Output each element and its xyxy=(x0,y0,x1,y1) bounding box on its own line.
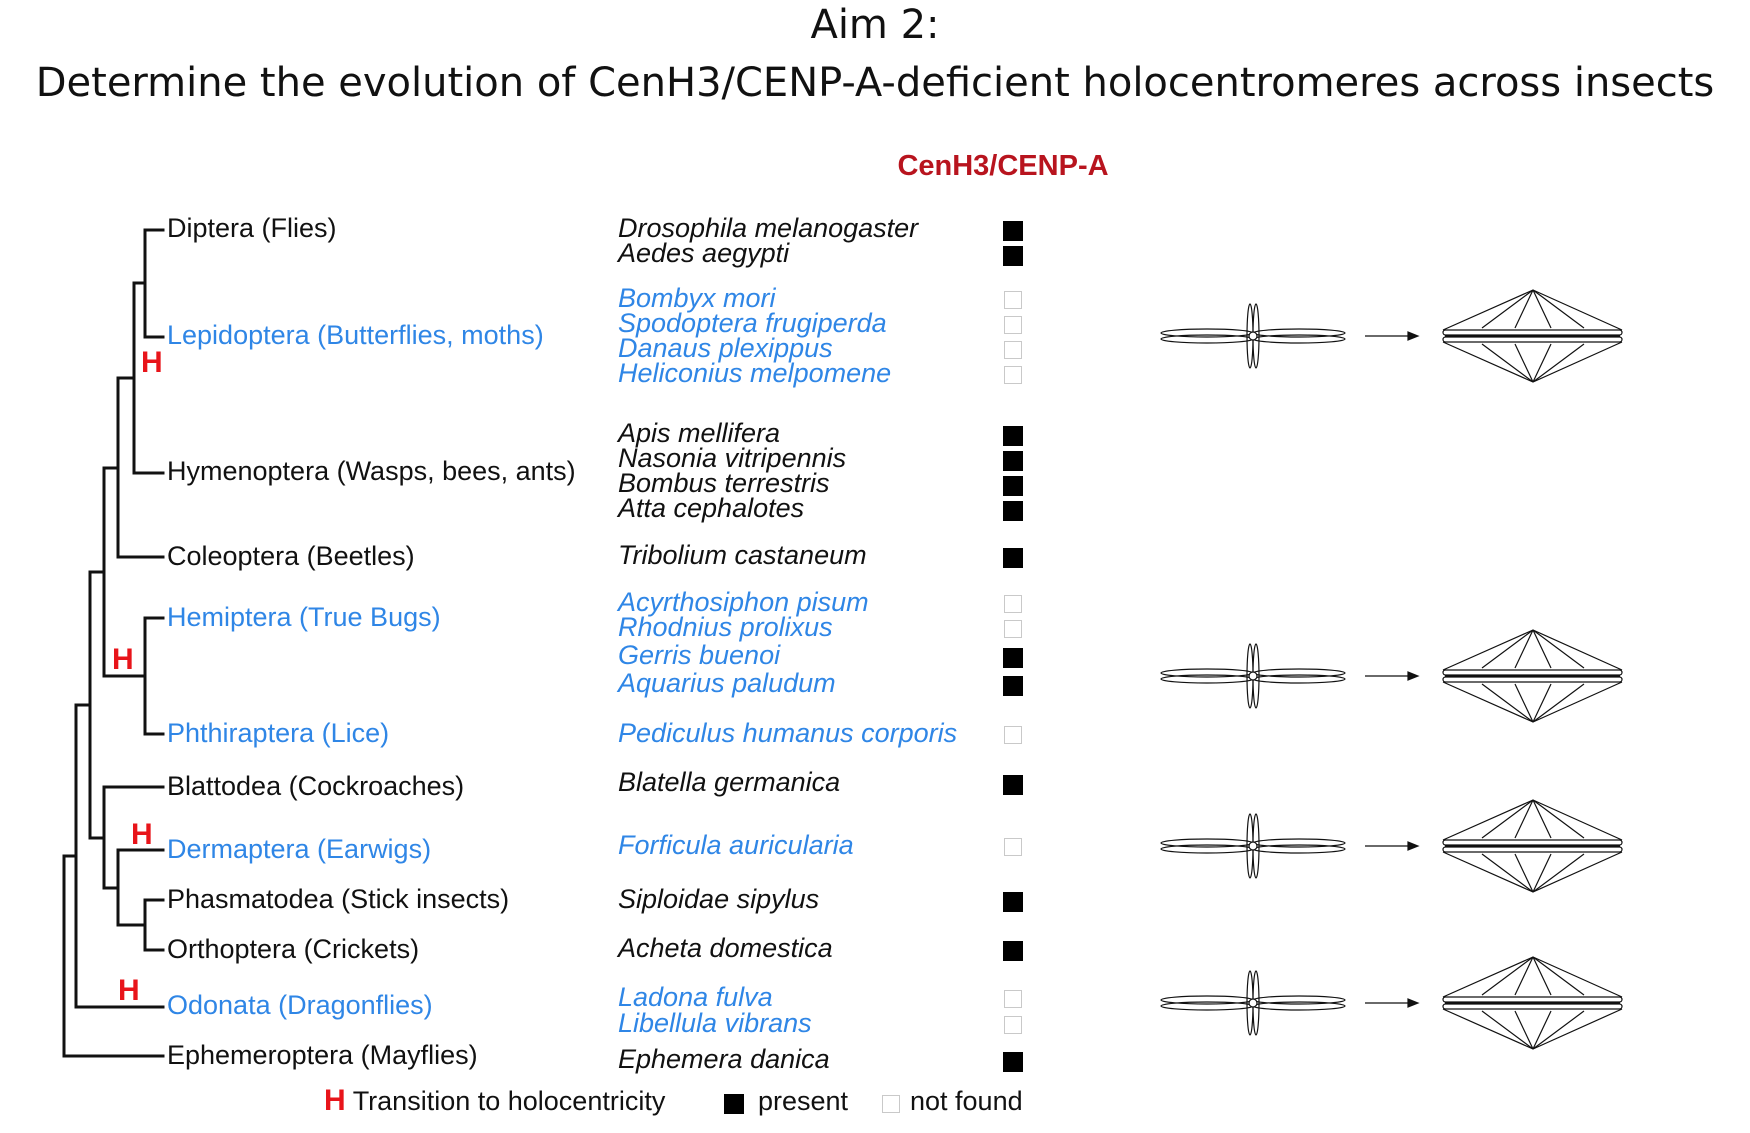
species-name: Aedes aegypti xyxy=(618,238,790,268)
branch-odonata xyxy=(74,703,165,1009)
legend-holocentric: H Transition to holocentricity xyxy=(324,1084,665,1118)
order-label-orthoptera: Orthoptera (Crickets) xyxy=(167,934,420,964)
branch-hemiptera-phthiraptera xyxy=(143,616,165,736)
cenh3-present-box xyxy=(1003,1052,1023,1072)
order-label-ephemeroptera: Ephemeroptera (Mayflies) xyxy=(167,1040,478,1070)
species-name: Apis mellifera xyxy=(618,418,781,448)
holocentric-transition-marker-dermaptera: H xyxy=(131,818,153,851)
cenh3-not-found-box xyxy=(1004,366,1022,384)
species-name: Nasonia vitripennis xyxy=(618,443,847,473)
cenh3-present-box xyxy=(1003,501,1023,521)
order-label-phthiraptera: Phthiraptera (Lice) xyxy=(167,718,390,748)
species-name: Heliconius melpomene xyxy=(618,358,892,388)
order-label-coleoptera: Coleoptera (Beetles) xyxy=(167,541,415,571)
holocentric-transition-marker-lepidoptera: H xyxy=(141,346,163,379)
order-label-diptera: Diptera (Flies) xyxy=(167,213,337,243)
species-name: Siploidae sipylus xyxy=(618,884,820,914)
species-name: Drosophila melanogaster xyxy=(618,213,919,243)
species-name: Libellula vibrans xyxy=(618,1008,812,1038)
branch-diptera-lepidoptera xyxy=(143,228,165,339)
cenh3-present-box xyxy=(1003,221,1023,241)
branch-phasmatodea-orthoptera xyxy=(143,898,165,952)
cenh3-present-box xyxy=(1003,426,1023,446)
species-name: Ephemera danica xyxy=(618,1044,830,1074)
branch-ephemeroptera xyxy=(62,854,165,1058)
species-name: Bombyx mori xyxy=(618,283,776,313)
legend-h-symbol: H xyxy=(324,1084,346,1117)
species-name: Forficula auricularia xyxy=(618,830,854,860)
species-name: Blatella germanica xyxy=(618,767,841,797)
legend-absent-label: not found xyxy=(910,1086,1023,1116)
species-name: Gerris buenoi xyxy=(618,640,781,670)
legend-present-box xyxy=(724,1094,744,1114)
cenh3-not-found-box xyxy=(1004,341,1022,359)
holocentric-transition-marker-odonata: H xyxy=(118,974,140,1007)
cenh3-not-found-box xyxy=(1004,291,1022,309)
order-label-dermaptera: Dermaptera (Earwigs) xyxy=(167,834,432,864)
legend-absent-box xyxy=(882,1095,900,1113)
title-line-1: Aim 2: xyxy=(810,2,940,48)
cenh3-present-box xyxy=(1003,451,1023,471)
cenh3-present-box xyxy=(1003,892,1023,912)
cenh3-column-header: CenH3/CENP-A xyxy=(897,150,1109,182)
species-name: Aquarius paludum xyxy=(618,668,836,698)
cenh3-not-found-box xyxy=(1004,726,1022,744)
order-label-hemiptera: Hemiptera (True Bugs) xyxy=(167,602,441,632)
branch-dermaptera xyxy=(116,848,165,927)
holocentric-transition-marker-hemiptera: H xyxy=(112,643,134,676)
cenh3-present-box xyxy=(1003,476,1023,496)
order-label-hymenoptera: Hymenoptera (Wasps, bees, ants) xyxy=(167,456,576,486)
cenh3-not-found-box xyxy=(1004,990,1022,1008)
order-label-phasmatodea: Phasmatodea (Stick insects) xyxy=(167,884,510,914)
cenh3-present-box xyxy=(1003,648,1023,668)
species-name: Spodoptera frugiperda xyxy=(618,308,887,338)
species-name: Tribolium castaneum xyxy=(618,540,867,570)
order-label-lepidoptera: Lepidoptera (Butterflies, moths) xyxy=(167,320,544,350)
legend-present-label: present xyxy=(758,1086,849,1116)
cenh3-not-found-box xyxy=(1004,1016,1022,1034)
cenh3-not-found-box xyxy=(1004,838,1022,856)
species-name: Ladona fulva xyxy=(618,982,773,1012)
title-line-2: Determine the evolution of CenH3/CENP-A-… xyxy=(35,60,1715,106)
cenh3-present-box xyxy=(1003,548,1023,568)
cenh3-not-found-box xyxy=(1004,595,1022,613)
cenh3-present-box xyxy=(1003,676,1023,696)
species-name: Danaus plexippus xyxy=(618,333,833,363)
branch-coleoptera xyxy=(116,376,165,559)
species-name: Pediculus humanus corporis xyxy=(618,718,958,748)
cenh3-present-box xyxy=(1003,775,1023,795)
cenh3-present-box xyxy=(1003,246,1023,266)
order-label-blattodea: Blattodea (Cockroaches) xyxy=(167,771,465,801)
order-label-odonata: Odonata (Dragonflies) xyxy=(167,990,433,1020)
species-name: Acyrthosiphon pisum xyxy=(618,587,869,617)
species-name: Atta cephalotes xyxy=(618,493,805,523)
cenh3-present-box xyxy=(1003,941,1023,961)
cenh3-not-found-box xyxy=(1004,316,1022,334)
cenh3-not-found-box xyxy=(1004,620,1022,638)
species-name: Rhodnius prolixus xyxy=(618,612,833,642)
legend-h-label: Transition to holocentricity xyxy=(352,1086,666,1116)
species-name: Acheta domestica xyxy=(618,933,833,963)
species-name: Bombus terrestris xyxy=(618,468,830,498)
